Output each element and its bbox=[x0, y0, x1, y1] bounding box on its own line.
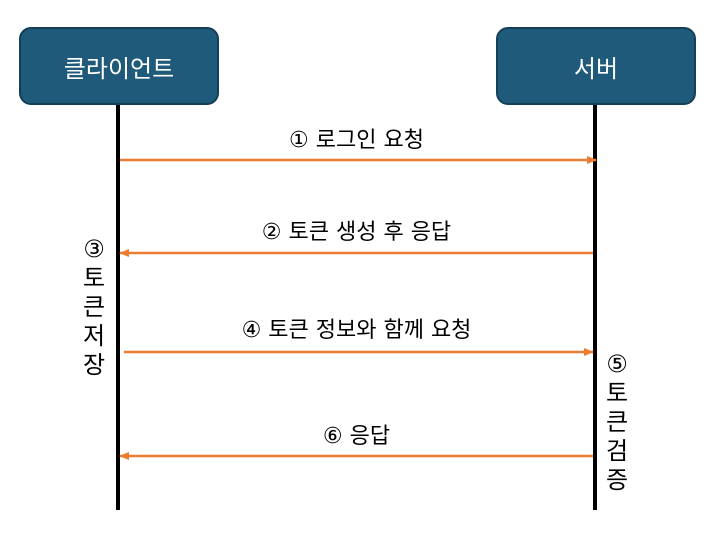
client-actor-label: 클라이언트 bbox=[63, 54, 175, 83]
server-lifeline bbox=[593, 105, 597, 510]
message-label-4: ⑥ 응답 bbox=[322, 424, 391, 449]
message-label-2: ② 토큰 생성 후 응답 bbox=[261, 220, 452, 245]
message-label-1: ① 로그인 요청 bbox=[289, 128, 424, 153]
server-actor-label: 서버 bbox=[573, 54, 619, 83]
server-actor-box: 서버 bbox=[496, 27, 696, 105]
client-actor-box: 클라이언트 bbox=[19, 27, 219, 105]
client-lifeline bbox=[116, 105, 120, 510]
client-note-token-store: ③ 토 큰 저 장 bbox=[82, 235, 106, 379]
message-label-3: ④ 토큰 정보와 함께 요청 bbox=[241, 318, 472, 343]
server-note-token-verify: ⑤ 토 큰 검 증 bbox=[605, 350, 629, 494]
